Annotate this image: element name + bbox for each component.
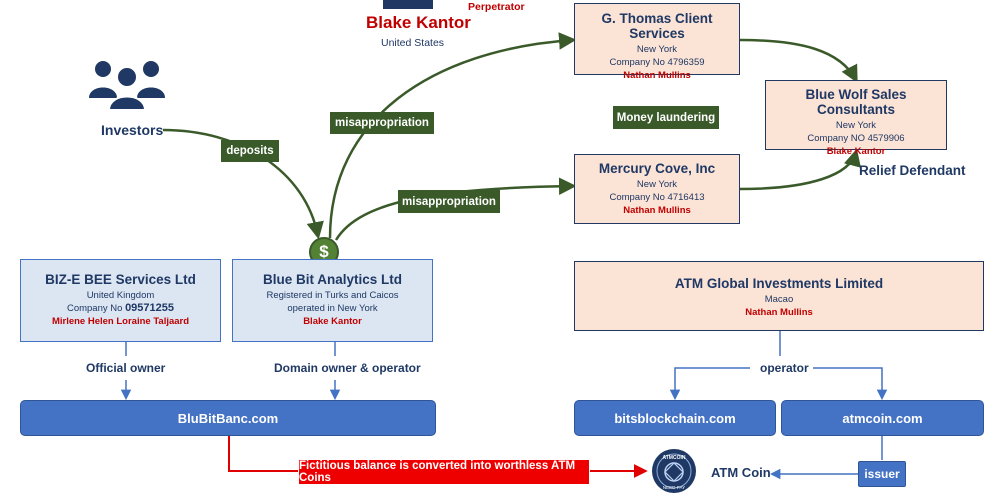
blue-wolf-title: Blue Wolf Sales Consultants — [805, 87, 907, 117]
blubitbanc-site: BluBitBanc.com — [20, 400, 436, 436]
g-thomas-person: Nathan Mullins — [623, 70, 691, 81]
bluebit-box: Blue Bit Analytics Ltd Registered in Tur… — [232, 259, 433, 342]
bitsblockchain-site: bitsblockchain.com — [574, 400, 776, 436]
atm-global-title: ATM Global Investments Limited — [674, 276, 884, 291]
bluebit-line1: Registered in Turks and Caicos — [266, 290, 399, 301]
bize-country: United Kingdom — [86, 290, 155, 301]
laundering-top-arrow — [739, 38, 858, 84]
g-thomas-company-no: Company No 4796359 — [609, 57, 705, 68]
mercury-person: Nathan Mullins — [623, 205, 691, 216]
bize-person: Mirlene Helen Loraine Taljaard — [51, 316, 190, 327]
bize-company-no-prefix: Company No — [66, 303, 126, 314]
investors-icon — [87, 58, 167, 111]
bluebit-person: Blake Kantor — [303, 316, 362, 327]
conversion-label: Fictitious balance is converted into wor… — [299, 460, 589, 484]
bize-company-no: Company No 09571255 — [21, 302, 220, 315]
blue-wolf-city: New York — [835, 120, 877, 131]
atm-coin-label: ATM Coin — [711, 465, 771, 480]
perpetrator-flag — [383, 0, 433, 9]
atm-coin-logo-bottom: NEED-PAY — [663, 485, 685, 490]
domain-owner-label: Domain owner & operator — [274, 361, 421, 375]
mercury-city: New York — [636, 179, 678, 190]
money-laundering-label: Money laundering — [613, 106, 719, 129]
perpetrator-country: United States — [381, 37, 445, 49]
atm-coin-logo: ATMCOIN NEED-PAY — [651, 448, 697, 494]
misappropriation-top-arrow — [328, 32, 577, 239]
bluebit-line2: operated in New York — [287, 303, 378, 314]
dollar-symbol: $ — [319, 242, 329, 261]
relief-defendant-label: Relief Defendant — [859, 163, 966, 178]
atm-global-person: Nathan Mullins — [745, 307, 813, 318]
bluebit-title: Blue Bit Analytics Ltd — [262, 272, 402, 287]
conversion-arrow — [228, 436, 298, 472]
bize-box: BIZ-E BEE Services Ltd United Kingdom Co… — [20, 259, 221, 342]
g-thomas-title: G. Thomas Client Services — [601, 11, 713, 41]
atm-global-box: ATM Global Investments Limited Macao Nat… — [574, 261, 984, 331]
atm-global-city: Macao — [764, 294, 794, 305]
misappropriation-mid-label: misappropriation — [398, 190, 500, 213]
g-thomas-city: New York — [636, 44, 678, 55]
bize-company-no-value: 09571255 — [125, 302, 175, 314]
mercury-company-no: Company No 4716413 — [609, 192, 705, 203]
official-owner-label: Official owner — [86, 361, 166, 375]
operator-left-arrow — [669, 367, 750, 401]
deposits-label: deposits — [221, 140, 279, 162]
atm-coin-logo-top: ATMCOIN — [663, 455, 686, 461]
laundering-bottom-arrow — [739, 148, 861, 191]
operator-right-arrow — [810, 367, 888, 401]
mercury-title: Mercury Cove, Inc — [598, 161, 716, 176]
g-thomas-box: G. Thomas Client Services New York Compa… — [574, 3, 740, 81]
blue-wolf-company-no: Company NO 4579906 — [807, 133, 905, 144]
blue-wolf-box: Blue Wolf Sales Consultants New York Com… — [765, 80, 947, 157]
bize-title: BIZ-E BEE Services Ltd — [45, 272, 196, 287]
issuer-label: issuer — [858, 461, 906, 487]
mercury-box: Mercury Cove, Inc New York Company No 47… — [574, 154, 740, 224]
operator-label: operator — [756, 361, 813, 375]
blue-wolf-person: Blake Kantor — [826, 146, 886, 157]
misappropriation-top-label: misappropriation — [330, 112, 434, 134]
atmcoin-site: atmcoin.com — [781, 400, 984, 436]
perpetrator-role: Perpetrator — [468, 1, 525, 13]
investors-label: Investors — [101, 122, 164, 138]
perpetrator-name: Blake Kantor — [366, 13, 471, 32]
